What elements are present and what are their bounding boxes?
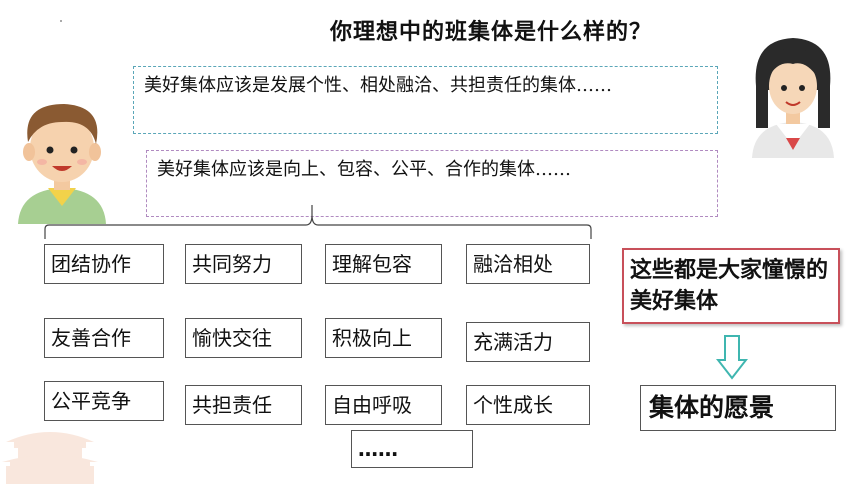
quote-box-1: 美好集体应该是发展个性、相处融洽、共担责任的集体……: [133, 66, 718, 134]
collective-vision-box: 集体的愿景: [640, 385, 836, 431]
quality-box-ellipsis: ……: [351, 430, 473, 468]
palace-watermark-icon: [2, 432, 98, 484]
speck: [60, 20, 62, 22]
down-arrow-icon: [716, 335, 748, 380]
quality-box: 积极向上: [325, 318, 442, 358]
quote-box-2: 美好集体应该是向上、包容、公平、合作的集体……: [146, 150, 718, 217]
vision-statement-box: 这些都是大家憧憬的美好集体: [622, 248, 840, 324]
quality-box: 充满活力: [466, 322, 590, 362]
grouping-brace: [44, 205, 592, 239]
quality-box: 友善合作: [44, 318, 164, 358]
quality-box: 团结协作: [44, 244, 164, 284]
quality-box: 自由呼吸: [325, 385, 442, 425]
quality-box: 个性成长: [466, 385, 590, 425]
quality-box: 共同努力: [185, 244, 302, 284]
page-title: 你理想中的班集体是什么样的？: [330, 20, 653, 45]
quality-box: 公平竞争: [44, 381, 164, 421]
boy-avatar-icon: [18, 104, 106, 224]
girl-avatar-icon: [752, 38, 834, 158]
quality-box: 理解包容: [325, 244, 442, 284]
quality-box: 愉快交往: [185, 318, 302, 358]
quality-box: 共担责任: [185, 385, 302, 425]
quality-box: 融洽相处: [466, 244, 590, 284]
